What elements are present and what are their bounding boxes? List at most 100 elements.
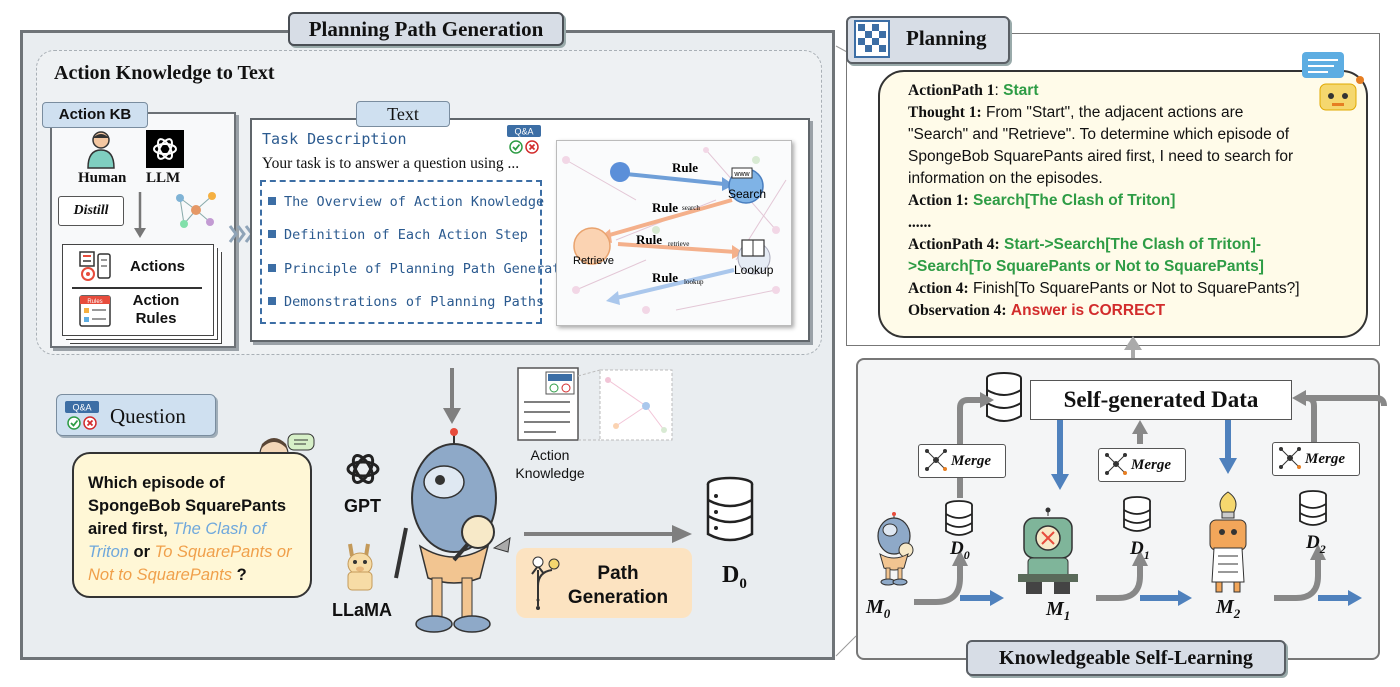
merge-box: Merge: [1272, 442, 1360, 476]
dataset-subscript: 2: [1319, 541, 1326, 556]
trace-label: Action 1:: [908, 192, 969, 209]
dataset-letter: D: [1130, 538, 1144, 559]
document-icon: [517, 367, 673, 441]
dataset-label: D2: [1306, 532, 1326, 557]
model-letter: M: [1046, 598, 1064, 620]
model-label: M2: [1216, 596, 1240, 622]
text-tab: Text: [356, 101, 450, 127]
svg-text:Rule: Rule: [636, 232, 662, 247]
openai-icon: [146, 130, 184, 168]
robot-icon: [1209, 491, 1247, 593]
dataset-label: D1: [1130, 538, 1150, 563]
ksl-title: Knowledgeable Self-Learning: [966, 640, 1286, 676]
trace-label: Thought 1:: [908, 104, 982, 121]
d0-subscript: 0: [739, 575, 747, 592]
question-tab-label: Question: [110, 404, 186, 428]
task-description-text: Your task is to answer a question using …: [262, 155, 520, 172]
trace-label: Action 4:: [908, 280, 969, 297]
trace-ellipsis: ......: [908, 214, 932, 231]
dataset-subscript: 1: [1143, 547, 1150, 562]
actions-label: Actions: [130, 258, 186, 275]
trace-label: ActionPath 1: [908, 82, 995, 99]
trace-line: Action 4: Finish[To SquarePants or Not t…: [908, 278, 1356, 300]
trace-text: SpongeBob SquarePants aired first, I nee…: [908, 148, 1294, 165]
planning-tab-label: Planning: [906, 26, 987, 50]
model-letter: M: [866, 596, 884, 618]
trace-value: >Search[To SquarePants or Not to SquareP…: [908, 258, 1264, 275]
down-arrow: [443, 368, 461, 424]
qa-icon: Q&A: [65, 401, 99, 430]
panel-title: Planning Path Generation: [288, 12, 564, 46]
option-2: To SquarePants or Not to SquarePants: [88, 543, 292, 584]
section-title: Action Knowledge to Text: [54, 62, 275, 84]
dataset-subscript: 0: [963, 547, 970, 562]
svg-text:Q&A: Q&A: [514, 127, 533, 137]
llama-icon: [347, 543, 373, 591]
database-icon: [1123, 496, 1151, 532]
svg-text:www: www: [733, 171, 750, 178]
right-arrow: [524, 525, 692, 543]
merge-label: Merge: [1305, 451, 1345, 467]
trace-value: Answer is CORRECT: [1010, 302, 1166, 319]
svg-text:Rule: Rule: [672, 160, 698, 175]
trace-line: Observation 4: Answer is CORRECT: [908, 300, 1356, 322]
trace-line: ActionPath 1: Start: [908, 82, 1039, 99]
database-icon: [945, 500, 973, 536]
path-generation-label: Path Generation: [567, 563, 669, 608]
network-icon: [176, 192, 216, 228]
model-subscript: 0: [883, 606, 891, 621]
svg-text:Search: Search: [728, 187, 766, 201]
task-item: Definition of Each Action Step: [268, 227, 528, 243]
trace-line: ActionPath 4: Start->Search[The Clash of…: [908, 234, 1356, 256]
llm-label: LLM: [146, 170, 181, 186]
question-text: Which episode of SpongeBob SquarePants a…: [88, 474, 287, 538]
action-kb-tab: Action KB: [42, 102, 148, 128]
path-icon: [531, 556, 560, 610]
distill-arrow: [134, 192, 146, 238]
question-end: ?: [232, 566, 247, 584]
task-item: The Overview of Action Knowledge: [268, 194, 544, 210]
dataset-letter: D: [1306, 532, 1320, 553]
svg-text:search: search: [682, 204, 700, 212]
task-description-heading: Task Description: [262, 130, 407, 148]
merge-label: Merge: [951, 453, 991, 469]
svg-text:retrieve: retrieve: [668, 240, 689, 248]
merge-box: Merge: [1098, 448, 1186, 482]
openai-icon: [346, 454, 380, 484]
merge-icon: [1279, 447, 1301, 469]
chat-robot-icon: [1302, 52, 1364, 111]
trace-value: Search[The Clash of Triton]: [973, 192, 1176, 209]
path-generation-box: [516, 548, 692, 618]
d0-text: D: [722, 562, 740, 588]
database-icon: [706, 476, 754, 542]
qa-icon: Q&A: [507, 125, 541, 154]
task-list: The Overview of Action Knowledge Definit…: [260, 180, 585, 324]
robot-icon: [394, 428, 511, 633]
trace-text: "Search" and "Retrieve". To determine wh…: [908, 126, 1290, 143]
merge-icon: [1105, 453, 1127, 475]
svg-text:Rule: Rule: [652, 270, 678, 285]
chessboard-icon: [854, 20, 890, 58]
human-label: Human: [78, 170, 127, 186]
self-learning-flow: [914, 390, 1387, 606]
option-1: The Clash of Triton: [88, 520, 266, 561]
question-or: or: [128, 543, 155, 561]
rule-graph-diagram: Rule Rule search Rule retrieve Rule look…: [562, 147, 787, 314]
actions-icon: [79, 251, 111, 281]
svg-text:Rule: Rule: [652, 200, 678, 215]
model-label: M0: [866, 596, 890, 622]
task-item: Principle of Planning Path Generation: [268, 261, 585, 277]
model-label: M1: [1046, 598, 1070, 624]
robot-icon: [1018, 507, 1078, 594]
self-generated-data-box: Self-generated Data: [1030, 380, 1292, 420]
trace-value: Start: [1003, 82, 1039, 99]
trace-label: ActionPath 4:: [908, 236, 1000, 253]
task-item: Demonstrations of Planning Paths: [268, 294, 544, 310]
svg-text:lookup: lookup: [684, 278, 704, 286]
svg-text:Rules: Rules: [87, 299, 102, 305]
trace-text: From "Start", the adjacent actions are: [985, 104, 1244, 121]
dataset-letter: D: [950, 538, 964, 559]
question-bubble: Which episode of SpongeBob SquarePants a…: [72, 452, 312, 598]
action-rules-label: Action Rules: [132, 292, 180, 327]
model-letter: M: [1216, 596, 1234, 618]
